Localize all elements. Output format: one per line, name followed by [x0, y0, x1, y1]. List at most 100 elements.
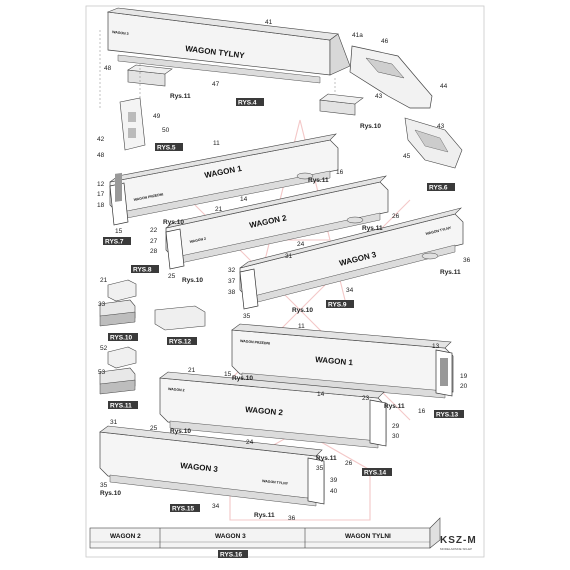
brand-logo: KSZ-M MODELARSKIE SKLEP — [440, 535, 477, 551]
part-14b: 14 — [317, 391, 325, 398]
part-39: 39 — [330, 477, 338, 484]
part-28: 28 — [150, 248, 158, 255]
inline-figure-refs: Rys.11 Rys.10 Rys.11 Rys.10 Rys.11 Rys.1… — [100, 93, 461, 519]
wagon-przedni-label-bottom: WAGON PRZEDNI — [240, 339, 270, 346]
part-27: 27 — [150, 238, 158, 245]
part-40: 40 — [330, 488, 338, 495]
part-26b: 26 — [345, 460, 353, 467]
rys8-label: RYS.8 — [133, 267, 152, 274]
strip-wagon-tylni: WAGON TYLNI — [345, 533, 391, 540]
part-17: 17 — [97, 191, 105, 198]
part-31: 31 — [285, 253, 293, 260]
part-42: 42 — [97, 136, 105, 143]
part-21: 21 — [215, 206, 223, 213]
strip-wagon-3: WAGON 3 — [215, 533, 246, 540]
wagon-2-small-label-bottom: WAGON 2 — [168, 387, 185, 392]
rear-car-assembly: WAGON TYLNY WAGON 3 — [99, 7, 463, 169]
part-15b: 15 — [224, 371, 232, 378]
part-43b: 43 — [437, 123, 445, 130]
part-34b: 34 — [212, 503, 220, 510]
part-23: 23 — [362, 395, 370, 402]
part-29: 29 — [392, 423, 400, 430]
part-26: 26 — [392, 213, 400, 220]
part-numbers: 41 41a 46 48 47 44 43 43 45 49 50 42 48 … — [97, 19, 471, 522]
rys5-label: RYS.5 — [157, 145, 176, 152]
rys15-label: RYS.15 — [172, 506, 195, 513]
part-52: 52 — [100, 345, 108, 352]
rys11-ref-5: Rys.11 — [384, 403, 405, 410]
wagon-tylny-small-label-bottom: WAGON TYLNY — [262, 479, 289, 486]
rys10-ref-4: Rys.10 — [292, 307, 313, 314]
rys10-ref-5: Rys.10 — [232, 375, 253, 382]
part-19: 19 — [460, 373, 468, 380]
car-1-detail-assembly: WAGON 1 WAGON PRZEDNI — [231, 323, 454, 399]
part-46: 46 — [381, 38, 389, 45]
part-14: 14 — [240, 196, 248, 203]
part-11b: 11 — [298, 323, 305, 330]
part-48: 48 — [104, 65, 112, 72]
rys4-label: RYS.4 — [238, 100, 257, 107]
wagon-tylny-small-label: WAGON TYLNY — [425, 226, 452, 236]
part-24: 24 — [297, 241, 305, 248]
wagon-2-small-label: WAGON 2 — [189, 237, 206, 244]
part-13: 13 — [432, 343, 440, 350]
part-33: 33 — [98, 301, 106, 308]
part-34: 34 — [346, 287, 354, 294]
rys10-ref-3: Rys.10 — [182, 277, 203, 284]
rys11-ref-2: Rys.11 — [308, 177, 329, 184]
rys11-ref-7: Rys.11 — [254, 512, 275, 519]
rys11-ref-6: Rys.11 — [316, 455, 337, 462]
rys13-label: RYS.13 — [436, 412, 459, 419]
part-53: 53 — [98, 369, 106, 376]
part-20: 20 — [460, 383, 468, 390]
rys16-label: RYS.16 — [220, 552, 243, 559]
part-16b: 16 — [418, 408, 426, 415]
rys11-ref-1: Rys.11 — [170, 93, 191, 100]
car-3-detail-assembly: WAGON 3 WAGON TYLNY — [99, 425, 325, 507]
car-2-detail-assembly: WAGON 2 WAGON 2 — [159, 371, 387, 449]
part-35b: 35 — [100, 482, 108, 489]
rys10-ref-7: Rys.10 — [100, 490, 121, 497]
strip-wagon-2: WAGON 2 — [110, 533, 141, 540]
car-3-assembly: WAGON 3 WAGON TYLNY — [239, 207, 464, 310]
rys11-ref-3: Rys.11 — [362, 225, 383, 232]
part-35: 35 — [243, 313, 251, 320]
part-41a: 41a — [352, 32, 363, 39]
car-2-assembly: WAGON 2 WAGON 2 — [165, 175, 389, 270]
rys10-ref-2: Rys.10 — [163, 219, 184, 226]
part-21c: 21 — [188, 367, 196, 374]
rys7-label: RYS.7 — [105, 239, 124, 246]
part-11: 11 — [213, 140, 220, 147]
figure-labels: RYS.4 RYS.5 RYS.6 RYS.7 RYS.8 RYS.9 RYS.… — [103, 98, 464, 559]
part-45: 45 — [403, 153, 411, 160]
part-24b: 24 — [246, 439, 254, 446]
part-21b: 21 — [100, 277, 108, 284]
car-1-assembly: WAGON 1 WAGON PRZEDNI — [109, 133, 339, 226]
part-48b: 48 — [97, 152, 105, 159]
part-43: 43 — [375, 93, 383, 100]
wagon-3-small-label: WAGON 3 — [112, 30, 129, 36]
part-30: 30 — [392, 433, 400, 440]
part-36: 36 — [463, 257, 471, 264]
part-35c: 35 — [316, 465, 324, 472]
rys6-label: RYS.6 — [429, 185, 448, 192]
brand-logo-text: KSZ-M — [440, 535, 477, 546]
rys10-ref-6: Rys.10 — [170, 428, 191, 435]
wagon-2-title-bottom: WAGON 2 — [245, 405, 284, 417]
rys12-label: RYS.12 — [169, 339, 192, 346]
part-12: 12 — [97, 181, 105, 188]
wagon-1-title-bottom: WAGON 1 — [315, 355, 354, 367]
rys11-ref-4: Rys.11 — [440, 269, 461, 276]
part-49: 49 — [153, 113, 161, 120]
part-50: 50 — [162, 127, 170, 134]
part-15: 15 — [115, 228, 123, 235]
part-47: 47 — [212, 81, 220, 88]
brand-tagline: MODELARSKIE SKLEP — [440, 547, 472, 551]
rys9-label: RYS.9 — [328, 302, 347, 309]
part-25b: 25 — [150, 425, 158, 432]
strip-assembly: WAGON 2 WAGON 3 WAGON TYLNI — [89, 517, 441, 549]
part-38: 38 — [228, 289, 236, 296]
wagon-przedni-label: WAGON PRZEDNI — [133, 192, 163, 202]
wagon-3-title-bottom: WAGON 3 — [180, 461, 219, 474]
